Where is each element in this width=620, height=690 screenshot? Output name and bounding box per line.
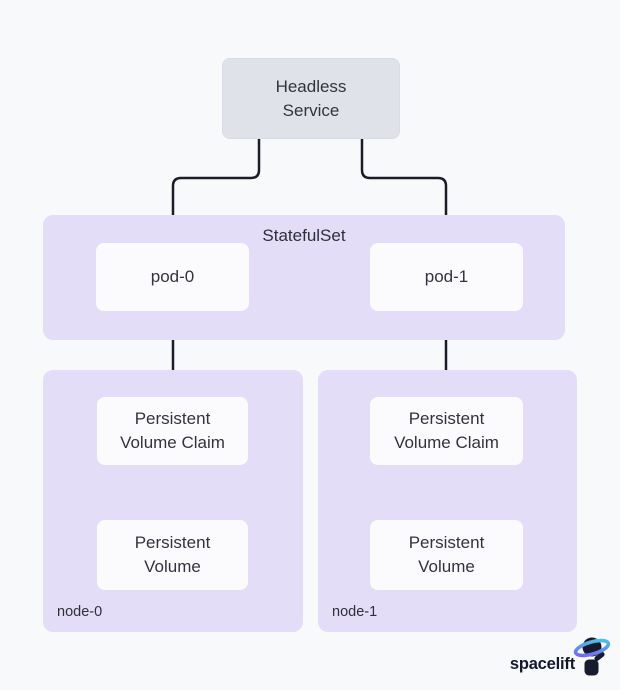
node-1-container: Persistent Volume Claim Persistent Volum… bbox=[318, 370, 577, 632]
statefulset-container: StatefulSet pod-0 pod-1 bbox=[43, 215, 565, 340]
pod-1-label: pod-1 bbox=[424, 267, 469, 286]
node-0-pvc-label-line2: Volume Claim bbox=[120, 433, 225, 452]
node-1-pvc-box: Persistent Volume Claim bbox=[370, 397, 523, 465]
node-1-pv-label-line1: Persistent bbox=[408, 533, 485, 552]
astronaut-body bbox=[584, 659, 599, 676]
astronaut-ring bbox=[573, 638, 611, 658]
node-1-pv-label-line2: Volume bbox=[418, 557, 475, 576]
spacelift-astronaut-icon bbox=[573, 637, 611, 676]
headless-service-box: Headless Service bbox=[222, 58, 400, 139]
statefulset-label: StatefulSet bbox=[262, 226, 346, 245]
node-1-label: node-1 bbox=[332, 604, 378, 620]
node-0-pv-label-line1: Persistent bbox=[134, 533, 211, 552]
spacelift-logo: spacelift bbox=[510, 634, 612, 678]
arrow-service-to-pod-1 bbox=[360, 135, 448, 225]
pod-0-label: pod-0 bbox=[150, 267, 195, 286]
node-0-pvc-box: Persistent Volume Claim bbox=[97, 397, 248, 465]
node-1-pv-box: Persistent Volume bbox=[370, 520, 523, 590]
node-0-pv-label-line2: Volume bbox=[144, 557, 201, 576]
astronaut-arm bbox=[594, 651, 605, 661]
pod-1-box: pod-1 bbox=[370, 243, 523, 311]
node-1-pvc-label-line2: Volume Claim bbox=[394, 433, 499, 452]
headless-service-label-line2: Service bbox=[282, 100, 340, 120]
node-0-label: node-0 bbox=[57, 604, 103, 620]
spacelift-logo-text: spacelift bbox=[509, 655, 575, 673]
node-0-pv-box: Persistent Volume bbox=[97, 520, 248, 590]
pod-0-box: pod-0 bbox=[96, 243, 249, 311]
arrow-service-to-pod-0 bbox=[171, 135, 261, 225]
headless-service-label-line1: Headless bbox=[275, 76, 347, 96]
node-1-pvc-label-line1: Persistent bbox=[408, 409, 485, 428]
node-0-pvc-label-line1: Persistent bbox=[134, 409, 211, 428]
node-0-container: Persistent Volume Claim Persistent Volum… bbox=[43, 370, 303, 632]
